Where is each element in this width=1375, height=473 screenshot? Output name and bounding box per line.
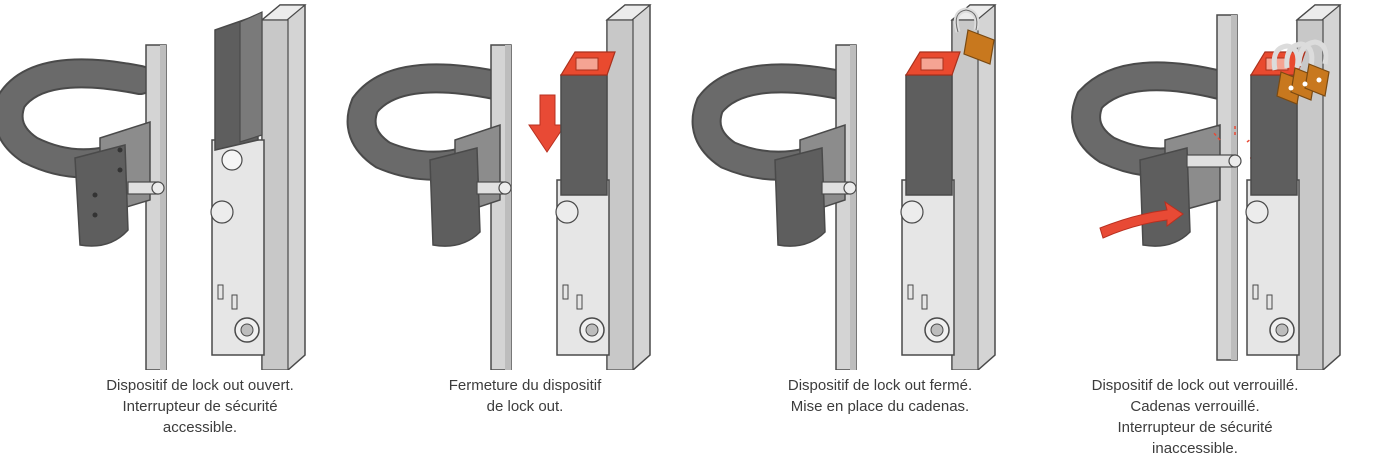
arrow-right-icon: [1099, 200, 1184, 239]
caption-line: accessible.: [162, 419, 238, 436]
caption-line: Interrupteur de sécurité: [122, 398, 278, 415]
lockout-device-open-illustration: [0, 4, 307, 370]
caption-closed: Dispositif de lock out fermé. Mise en pl…: [770, 375, 990, 417]
caption-line: Dispositif de lock out ouvert.: [106, 377, 294, 394]
handle-bar: [693, 65, 853, 179]
step-panel-locked: Dispositif de lock out verrouillé. Caden…: [1035, 0, 1375, 473]
caption-locked: Dispositif de lock out verrouillé. Caden…: [1055, 375, 1335, 459]
lockout-device-closing-illustration: [346, 4, 652, 370]
lever-plate: [74, 144, 129, 247]
lockout-cover-closed: [905, 74, 953, 196]
actuator-pin: [1186, 154, 1236, 168]
caption-line: Fermeture du dispositif: [448, 377, 602, 394]
caption-open: Dispositif de lock out ouvert. Interrupt…: [90, 375, 310, 438]
lockout-device-locked-illustration: [1071, 4, 1342, 370]
caption-closing: Fermeture du dispositif de lock out.: [415, 375, 635, 417]
lever-plate: [1139, 147, 1191, 247]
lever-plate: [429, 147, 481, 247]
caption-line: de lock out.: [486, 398, 564, 415]
caption-line: inaccessible.: [1152, 440, 1238, 457]
caption-line: Interrupteur de sécurité: [1117, 419, 1273, 436]
caption-line: Mise en place du cadenas.: [790, 398, 970, 415]
lockout-device-closed-illustration: [691, 4, 997, 370]
safety-switch-body: [211, 139, 265, 356]
lever-plate: [774, 147, 826, 247]
padlock-icon: [963, 29, 995, 65]
lockout-cover-closing: [560, 74, 608, 196]
caption-line: Dispositif de lock out fermé.: [787, 377, 973, 394]
caption-line: Dispositif de lock out verrouillé.: [1091, 377, 1299, 394]
caption-line: Cadenas verrouillé.: [1130, 398, 1260, 415]
handle-bar: [0, 60, 153, 177]
step-panel-closing: Fermeture du dispositif de lock out.: [345, 0, 685, 473]
step-panel-closed: Dispositif de lock out fermé. Mise en pl…: [690, 0, 1030, 473]
arrow-down-icon: [528, 94, 566, 153]
step-panel-open: Dispositif de lock out ouvert. Interrupt…: [0, 0, 340, 473]
handle-bar: [348, 65, 508, 179]
